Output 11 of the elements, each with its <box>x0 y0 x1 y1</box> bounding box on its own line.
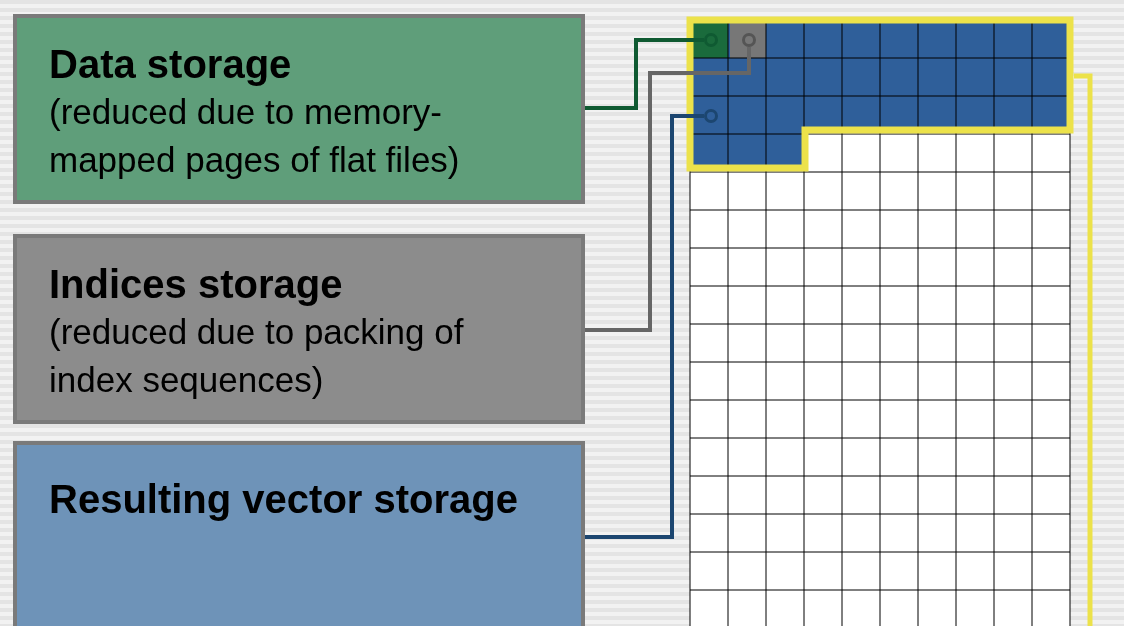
box-heading: Indices storage <box>49 261 344 308</box>
leader-line <box>585 47 751 332</box>
box-description: (reduced due to memory-mapped pages of flat files) <box>49 91 461 181</box>
box-heading: Data storage <box>49 41 293 88</box>
storage-box <box>13 234 585 424</box>
leader-line <box>585 114 704 539</box>
box-heading: Resulting vector storage <box>49 476 519 523</box>
storage-box <box>13 441 585 626</box>
box-description: (reduced due to packing of index sequences) <box>49 311 465 401</box>
storage-box <box>13 14 585 204</box>
leader-line <box>585 38 704 110</box>
